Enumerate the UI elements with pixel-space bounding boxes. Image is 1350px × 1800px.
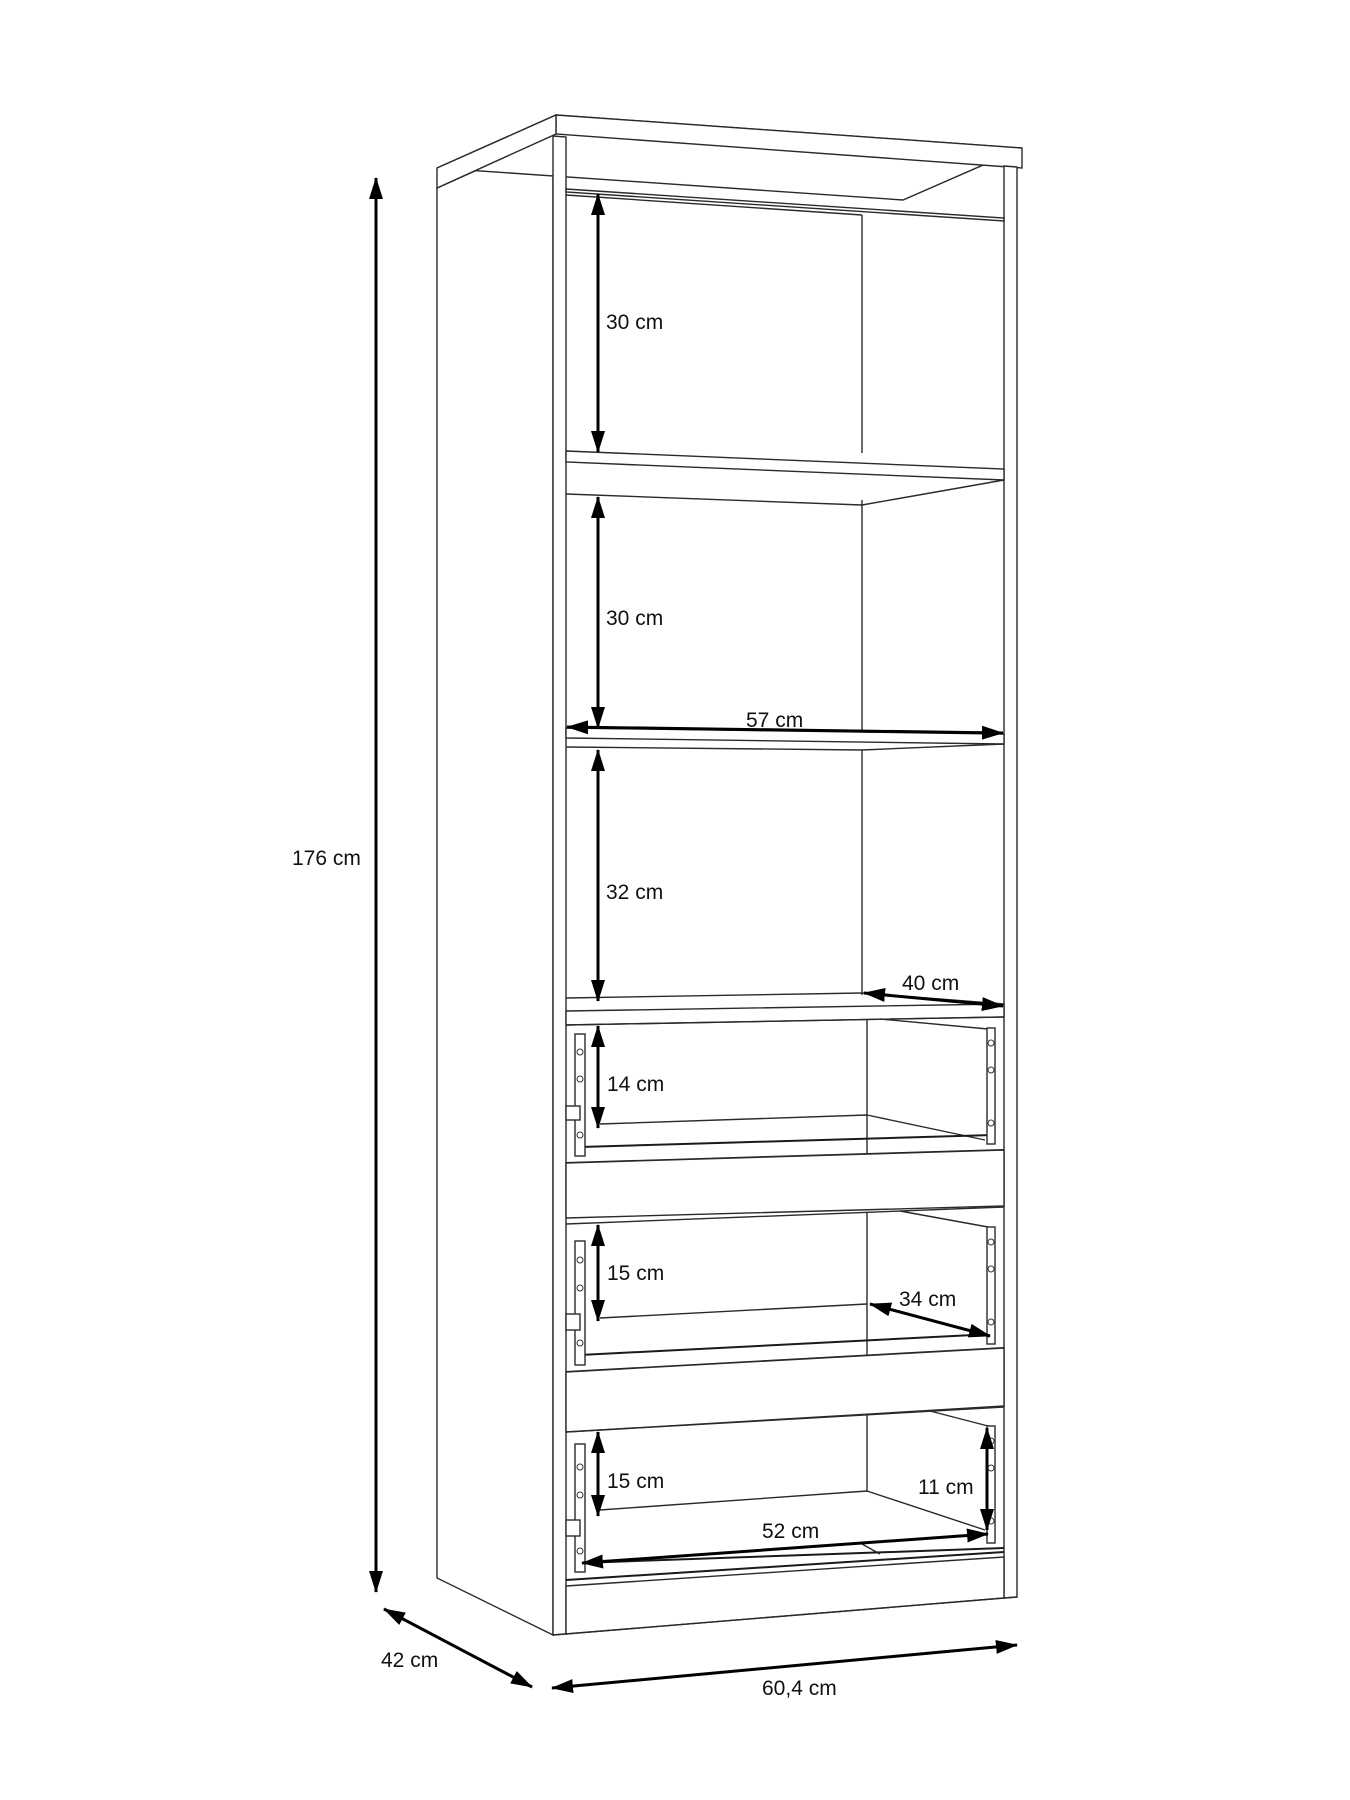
shelf-depth-label: 40 cm [902,972,959,995]
width-label: 60,4 cm [762,1677,837,1700]
shelf-1 [565,450,1005,481]
dimension-labels: 176 cm 42 cm 60,4 cm 30 cm 30 cm 57 cm 3… [292,311,974,1700]
drawer-2 [565,1206,1005,1433]
width-dimension-arrow [551,1639,1018,1694]
plinth [565,1556,1005,1635]
drawer-1-right-runner [986,1027,996,1145]
drawer-rail-2 [565,1347,1005,1433]
open-shelves [565,188,1005,1026]
shelf-width-label: 57 cm [746,709,803,732]
drawer-rail-1 [565,1149,1005,1219]
shelf-width-arrow [566,720,1004,740]
top-panel-side-edge [436,113,557,190]
shelf-depth-arrow [863,987,1004,1012]
shelf-1-height-label: 30 cm [606,311,663,334]
depth-label: 42 cm [381,1649,438,1672]
cabinet-body [436,113,1023,1637]
drawer-1-left-runner [574,1033,586,1157]
dimension-lines [369,177,1018,1694]
drawer-2-left-runner [574,1240,586,1366]
drawer-1-height-label: 14 cm [607,1073,664,1096]
drawer-3-left-runner [574,1443,586,1573]
drawer-2-right-runner [986,1226,996,1345]
shelf-3 [565,1003,1005,1026]
height-label: 176 cm [292,847,361,870]
drawer-back-height-label: 11 cm [918,1476,974,1499]
depth-dimension-arrow [383,1607,533,1689]
drawer-3-height-label: 15 cm [607,1470,664,1493]
left-side-panel [436,134,554,1637]
shelf-3-height-label: 32 cm [606,881,663,904]
drawer-depth-arrow [869,1302,991,1338]
front-left-stile [552,135,567,1636]
drawer-1 [565,1016,1005,1219]
drawer-depth-label: 34 cm [899,1288,956,1311]
bottom-edge [552,1596,1018,1636]
drawer-2-height-label: 15 cm [607,1262,664,1285]
shelf-2-height-label: 30 cm [606,607,663,630]
front-right-stile [1003,165,1018,1599]
drawer-width-arrow [581,1528,989,1569]
top-rail [565,188,1005,222]
drawer-width-label: 52 cm [762,1520,819,1543]
